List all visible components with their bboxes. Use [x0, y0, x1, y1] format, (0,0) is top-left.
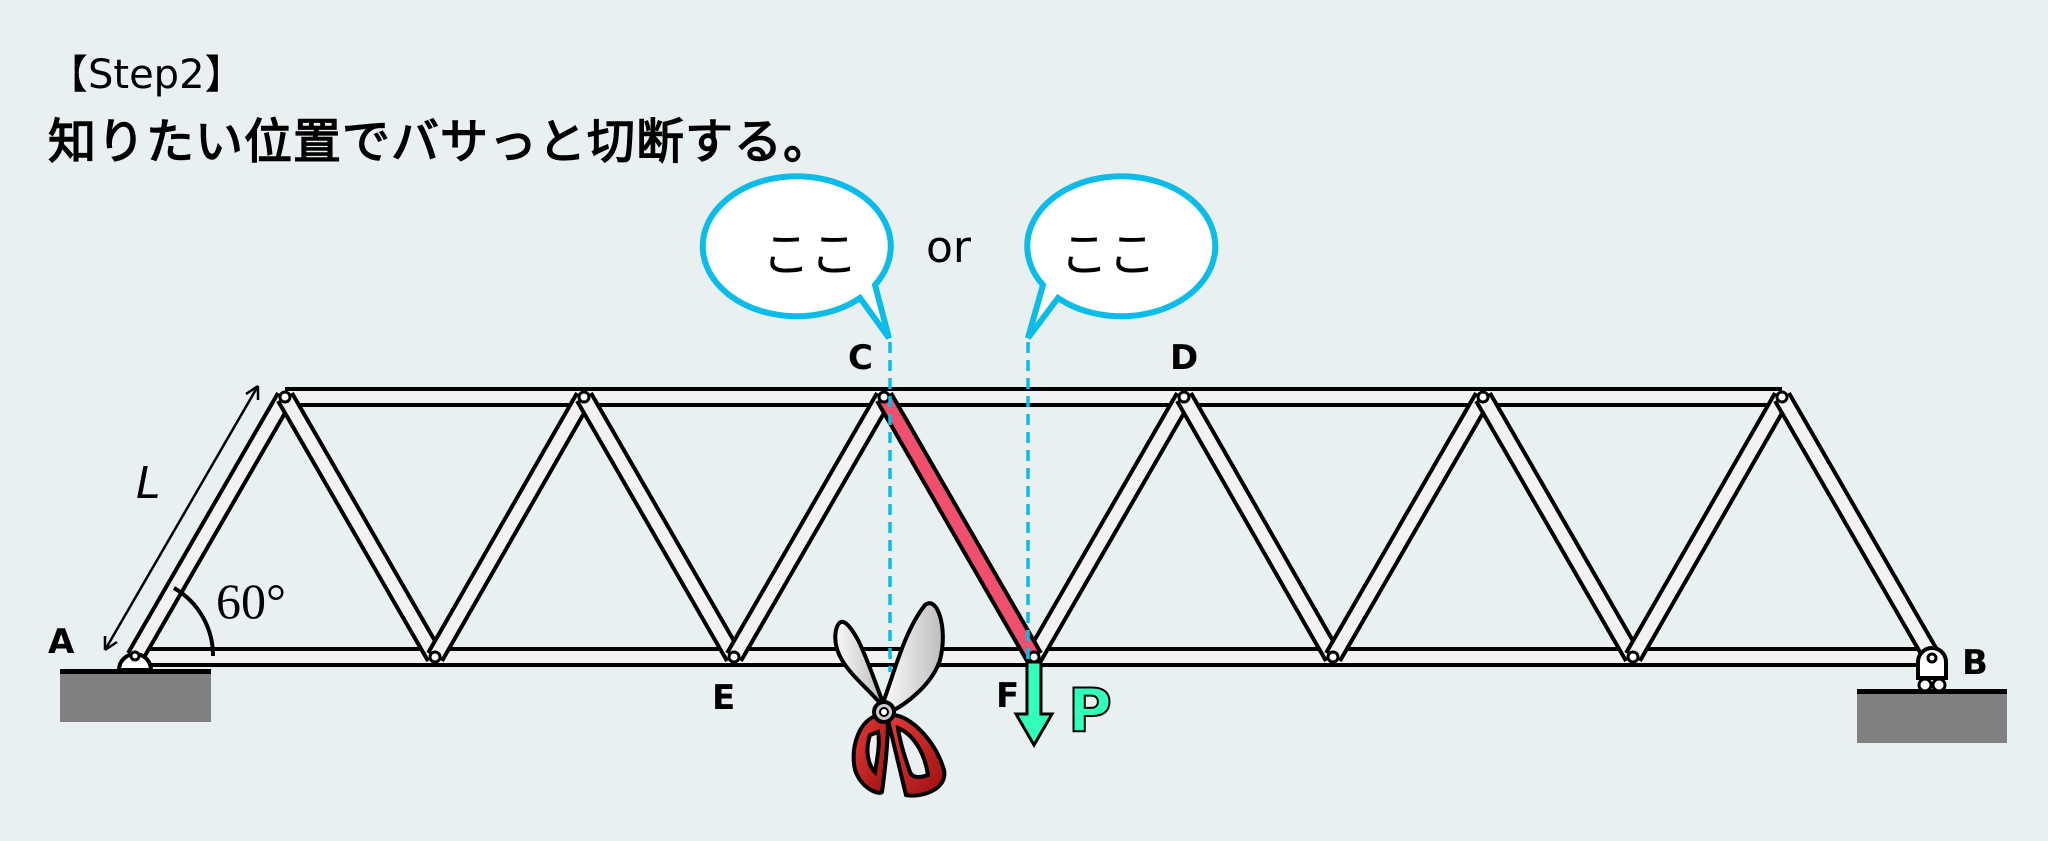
speech-bubble-left	[699, 173, 894, 340]
label-b: B	[1962, 643, 1988, 683]
truss-member	[276, 392, 444, 662]
bubble-left-text: ここ	[762, 227, 859, 283]
truss-member	[1324, 392, 1492, 662]
roller-support-b	[1916, 646, 1948, 693]
truss-member	[1624, 392, 1791, 662]
truss-member	[1025, 392, 1193, 662]
load-label-p: P	[1067, 675, 1113, 747]
step-heading: 【Step2】	[48, 52, 245, 98]
ground-b	[1857, 689, 2007, 743]
truss-member	[1773, 392, 1941, 662]
truss-members	[126, 387, 1941, 667]
load-arrow	[1013, 660, 1055, 748]
truss-member	[426, 392, 593, 662]
label-c: C	[848, 338, 873, 378]
truss-joints	[278, 390, 1789, 664]
cut-member-cf	[875, 392, 1043, 662]
length-dimension-arrow	[103, 384, 260, 652]
angle-label: 60°	[216, 573, 286, 629]
truss-member	[575, 392, 743, 662]
truss-member	[1175, 392, 1342, 662]
scissors-icon	[833, 601, 947, 798]
angle-arc	[172, 586, 216, 657]
truss-joint	[1626, 650, 1640, 664]
label-a: A	[48, 622, 75, 662]
truss-joint	[428, 650, 442, 664]
truss-member	[1474, 392, 1642, 662]
label-e: E	[712, 678, 736, 718]
truss-joint	[577, 390, 591, 404]
truss-joint	[727, 650, 741, 664]
label-d: D	[1170, 338, 1199, 378]
label-f: F	[996, 676, 1020, 716]
bubble-right-text: ここ	[1060, 227, 1157, 283]
truss-member	[725, 392, 893, 662]
ground-a	[60, 669, 211, 722]
speech-bubble-right	[1024, 173, 1219, 340]
instruction-text: 知りたい位置でバサっと切断する。	[48, 114, 833, 170]
length-label: L	[136, 458, 161, 509]
truss-member	[126, 392, 294, 662]
truss-joint	[1775, 390, 1789, 404]
truss-joint	[1476, 390, 1490, 404]
truss-joint	[1326, 650, 1340, 664]
truss-joint	[877, 390, 891, 404]
or-text: or	[926, 222, 972, 273]
truss-joint	[1177, 390, 1191, 404]
pin-support-a	[116, 650, 154, 672]
truss-joint	[278, 390, 292, 404]
